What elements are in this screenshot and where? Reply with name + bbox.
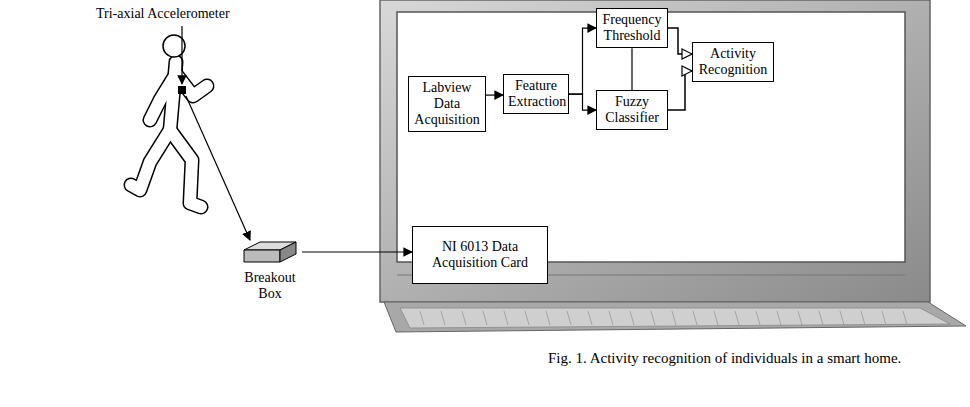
device-icon: Breakout Box: [238, 238, 302, 302]
connector-arrow: [486, 94, 503, 95]
process-box: Frequency Threshold: [596, 8, 668, 48]
connector-arrow: [631, 48, 632, 90]
connector-arrow: [668, 28, 692, 54]
breakout-box-symbol: [240, 238, 300, 266]
computer-monitor: [380, 0, 966, 332]
process-box: Activity Recognition: [692, 42, 774, 82]
process-box: NI 6013 Data Acquisition Card: [412, 226, 548, 284]
person-silhouette: [131, 35, 207, 207]
process-box: Feature Extraction: [503, 74, 569, 114]
connector-arrow: [569, 94, 596, 110]
box-text: Fuzzy Classifier: [601, 94, 663, 126]
part-label: Tri-axial Accelerometer: [96, 6, 230, 22]
connector-arrow: [302, 251, 412, 252]
leader-line: [181, 26, 182, 84]
sensor-cable: [186, 96, 250, 240]
keyboard-keys: [420, 311, 907, 325]
box-text: Labview Data Acquisition: [413, 80, 481, 128]
figure-caption: Fig. 1. Activity recognition of individu…: [548, 350, 901, 367]
process-box: Fuzzy Classifier: [596, 90, 668, 130]
box-text: Frequency Threshold: [601, 12, 663, 44]
connector-arrow: [569, 28, 596, 94]
box-text: Breakout Box: [238, 270, 302, 302]
box-text: Feature Extraction: [508, 78, 564, 110]
box-text: Activity Recognition: [697, 46, 769, 78]
connector-arrow: [668, 71, 692, 110]
box-text: NI 6013 Data Acquisition Card: [417, 239, 543, 271]
accelerometer-sensor: [178, 86, 186, 94]
process-box: Labview Data Acquisition: [408, 76, 486, 132]
